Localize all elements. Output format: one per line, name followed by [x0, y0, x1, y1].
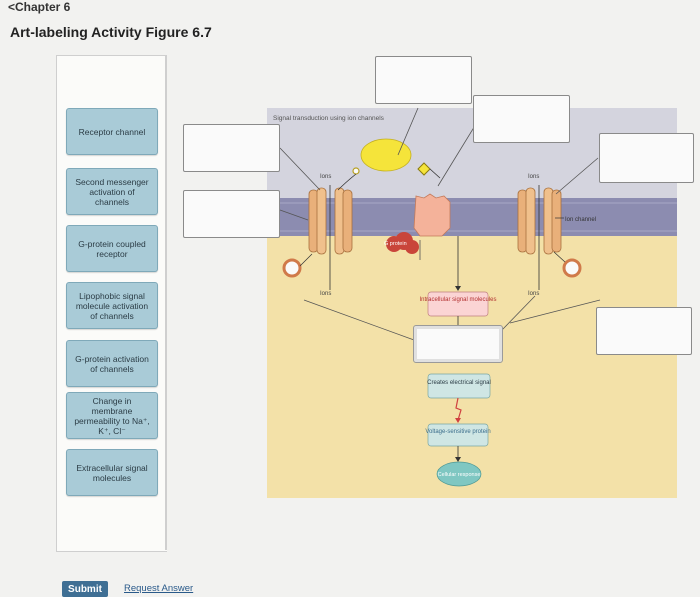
ions-label-1: Ions — [320, 174, 331, 180]
label-text: Second messenger activation of channels — [75, 176, 149, 207]
intracellular-label: Intracellular signal molecules — [419, 297, 496, 303]
electrical-signal-box — [427, 373, 491, 399]
cellular-response-oval — [436, 461, 482, 487]
creates-electrical-signal-label: Creates electrical signal — [427, 380, 491, 386]
cell-membrane — [267, 198, 677, 236]
label-text: G-protein coupled receptor — [78, 238, 146, 259]
ligand-molecule — [360, 138, 412, 172]
submit-button[interactable]: Submit — [62, 581, 108, 597]
label-card-gprotein-activation[interactable]: G-protein activation of channels — [66, 340, 158, 387]
voltage-sensitive-label: Voltage-sensitive protein — [425, 429, 490, 435]
drop-target-6[interactable] — [596, 307, 692, 355]
ions-label-4: Ions — [528, 291, 539, 297]
label-card-membrane-permeability[interactable]: Change in membrane permeability to Na⁺, … — [66, 392, 158, 439]
label-card-lipophobic[interactable]: Lipophobic signal molecule activation of… — [66, 282, 158, 329]
drop-target-2[interactable] — [473, 95, 570, 143]
label-card-gpcr[interactable]: G-protein coupled receptor — [66, 225, 158, 272]
ions-label-2: Ions — [320, 291, 331, 297]
back-to-chapter-link[interactable]: <Chapter 6 — [8, 0, 71, 14]
diagram-title: Signal transduction using ion channels — [273, 115, 385, 122]
label-card-receptor-channel[interactable]: Receptor channel — [66, 108, 158, 155]
g-protein: G protein — [384, 232, 419, 254]
label-card-extracellular-signal[interactable]: Extracellular signal molecules — [66, 449, 158, 496]
label-text: Receptor channel — [78, 126, 146, 137]
label-card-second-messenger[interactable]: Second messenger activation of channels — [66, 168, 158, 215]
ion-channel-right — [517, 187, 562, 255]
drop-target-5[interactable] — [183, 190, 280, 238]
gpcr-receptor — [413, 193, 451, 237]
label-text: Lipophobic signal molecule activation of… — [75, 290, 149, 321]
drop-target-1[interactable] — [375, 56, 472, 104]
voltage-protein-box — [427, 423, 489, 447]
drop-target-7[interactable] — [413, 325, 503, 363]
drop-target-4[interactable] — [599, 133, 694, 183]
intracellular-signal-box — [427, 291, 489, 317]
page-title: Art-labeling Activity Figure 6.7 — [10, 24, 212, 40]
ions-label-3: Ions — [528, 174, 539, 180]
label-text: Change in membrane permeability to Na⁺, … — [74, 395, 150, 436]
g-protein-label: G protein — [384, 241, 407, 247]
request-answer-link[interactable]: Request Answer — [124, 583, 194, 594]
drop-target-3[interactable] — [183, 124, 280, 172]
ion-channel-label: Ion channel — [565, 217, 596, 223]
label-text: G-protein activation of channels — [75, 353, 149, 374]
label-text: Extracellular signal molecules — [76, 462, 148, 483]
leader-lines — [279, 107, 599, 260]
label-bank-divider — [165, 55, 167, 550]
cellular-response-label: Cellular response — [438, 472, 481, 478]
